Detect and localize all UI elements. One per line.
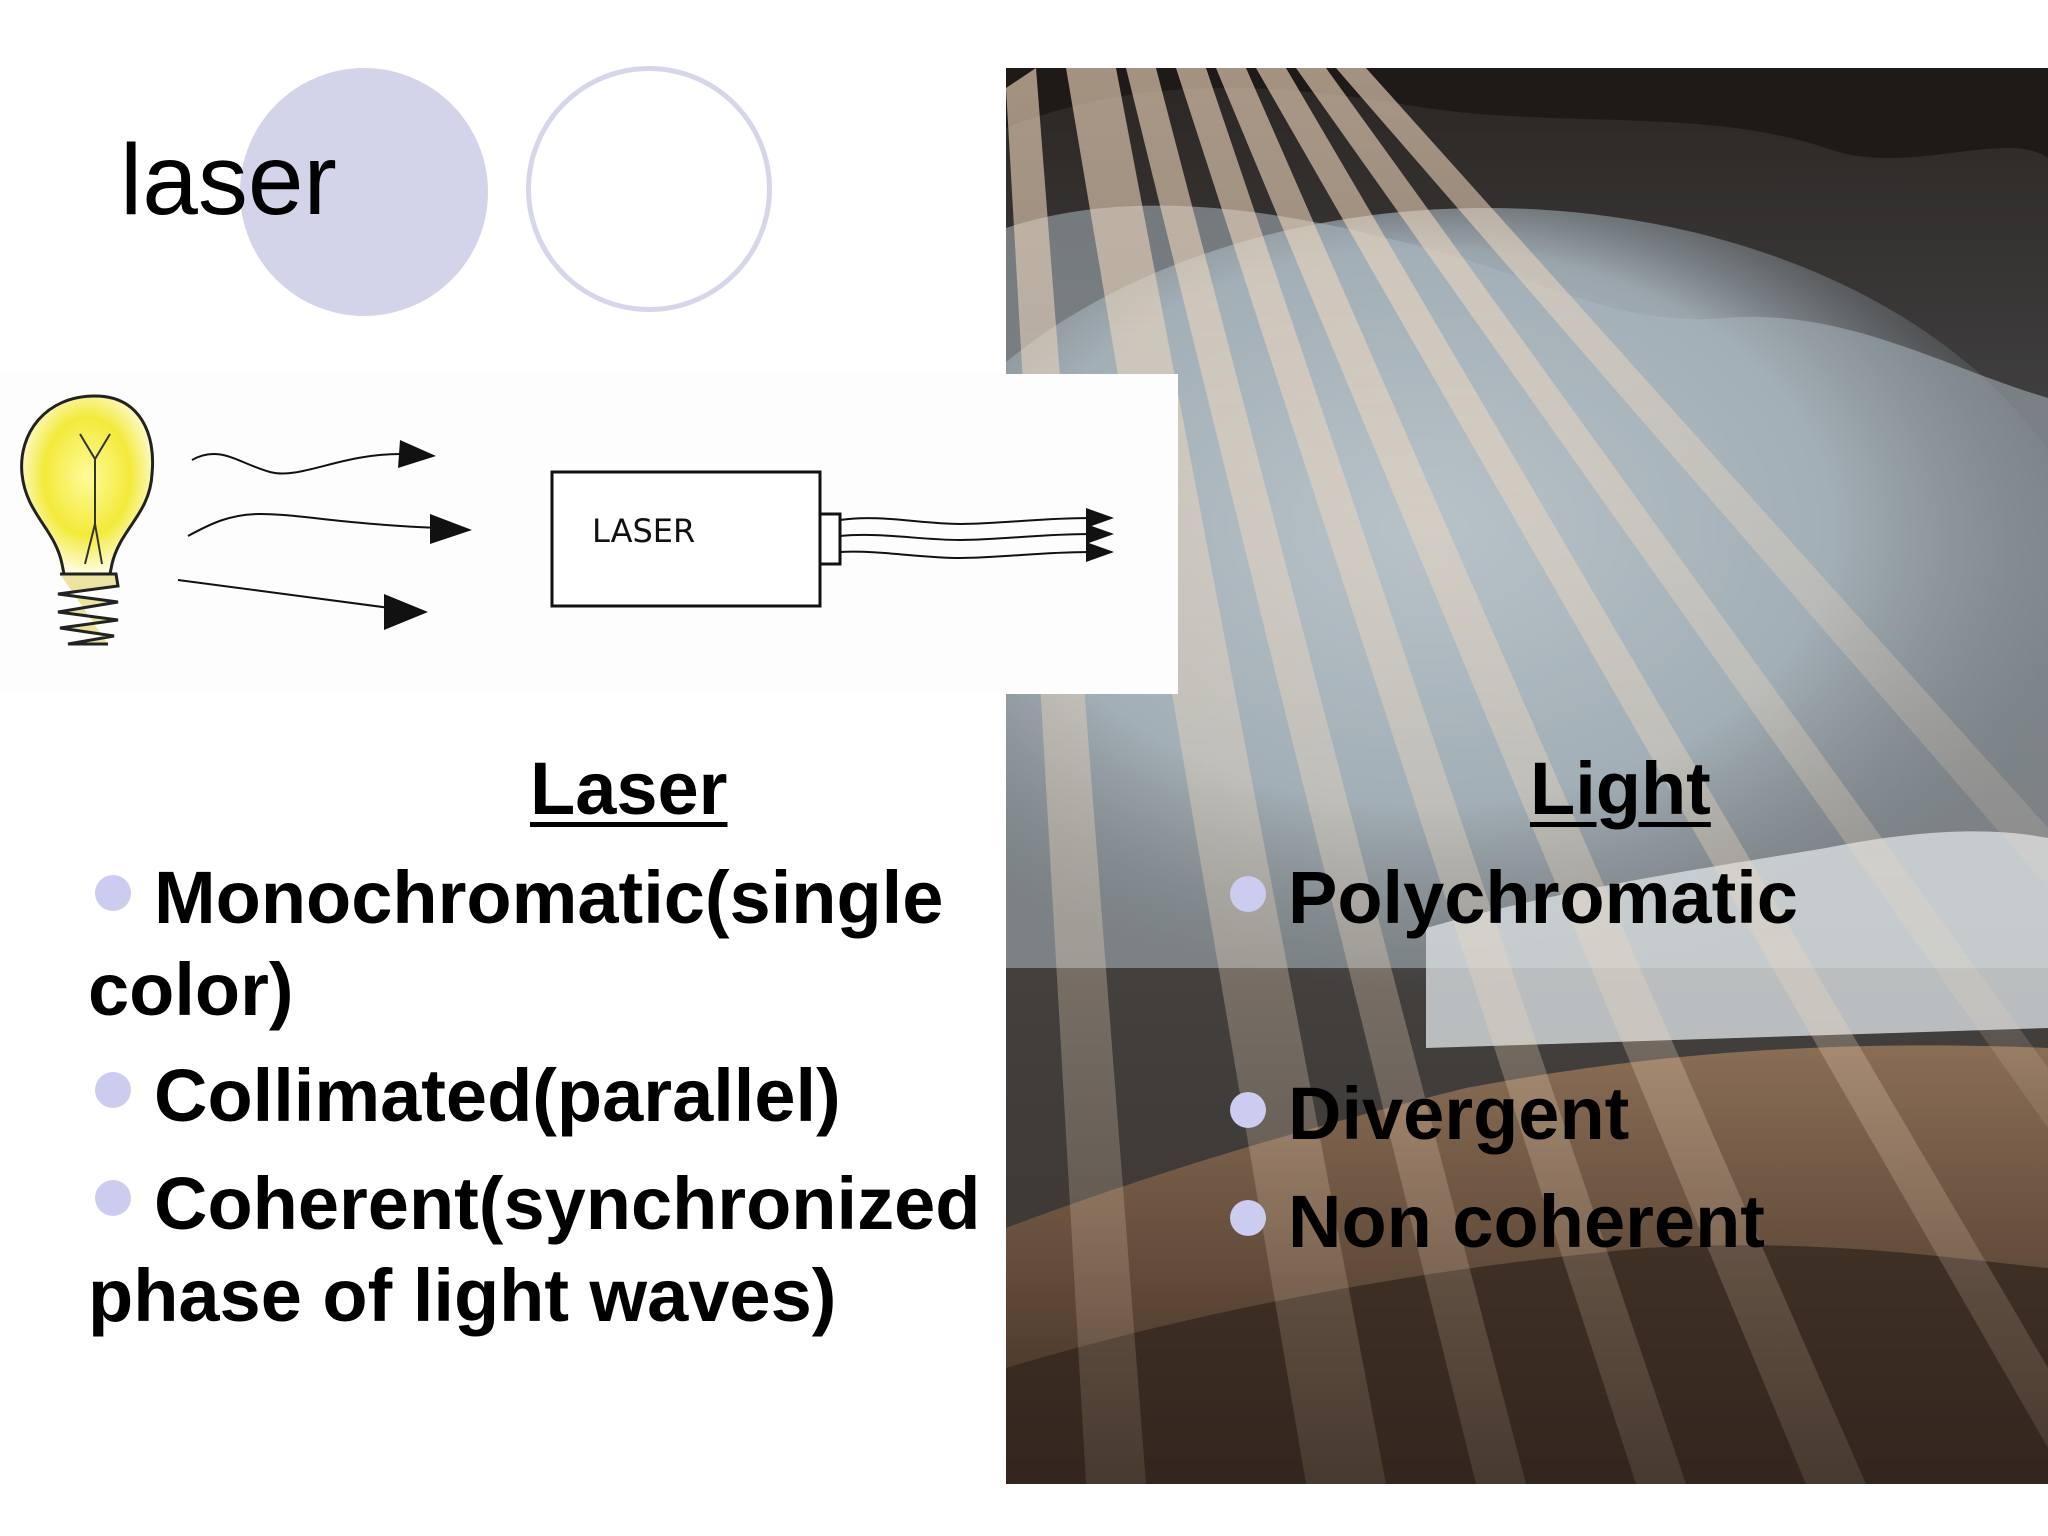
- bullet-icon: [95, 1180, 131, 1216]
- light-rays-photo: [1006, 68, 2048, 1484]
- laser-column-heading: Laser: [530, 747, 728, 830]
- laser-device-box: [550, 470, 822, 608]
- bullet-icon: [1230, 1200, 1266, 1236]
- list-item-text: Non coherent: [1288, 1180, 1765, 1263]
- light-list-item-2: Divergent: [1288, 1068, 1629, 1160]
- laser-box-label: LASER: [592, 512, 695, 550]
- light-list-item-1: Polychromatic: [1288, 852, 1798, 944]
- laser-vs-bulb-diagram: LASER: [0, 374, 1178, 694]
- light-column-heading: Light: [1530, 747, 1711, 830]
- list-item-text: Monochromatic(single color): [88, 856, 944, 1031]
- list-item-text: Polychromatic: [1288, 856, 1798, 939]
- decorative-outline-circle: [526, 66, 772, 312]
- laser-list-item-2: Collimated(parallel): [88, 1050, 1088, 1142]
- bullet-icon: [1230, 876, 1266, 912]
- laser-list-item-1: Monochromatic(single color): [88, 852, 1028, 1036]
- bullet-icon: [1230, 1092, 1266, 1128]
- laser-list-item-3: Coherent(synchronized phase of light wav…: [88, 1158, 1078, 1342]
- bullet-icon: [95, 875, 131, 911]
- bullet-icon: [95, 1072, 131, 1108]
- slide-title: laser: [120, 124, 337, 236]
- list-item-text: Coherent(synchronized phase of light wav…: [88, 1162, 981, 1337]
- list-item-text: Divergent: [1288, 1072, 1630, 1155]
- decorative-filled-circle: [240, 68, 488, 316]
- list-item-text: Collimated(parallel): [154, 1054, 841, 1137]
- light-bulb-icon: [20, 394, 155, 646]
- light-list-item-3: Non coherent: [1288, 1176, 1765, 1268]
